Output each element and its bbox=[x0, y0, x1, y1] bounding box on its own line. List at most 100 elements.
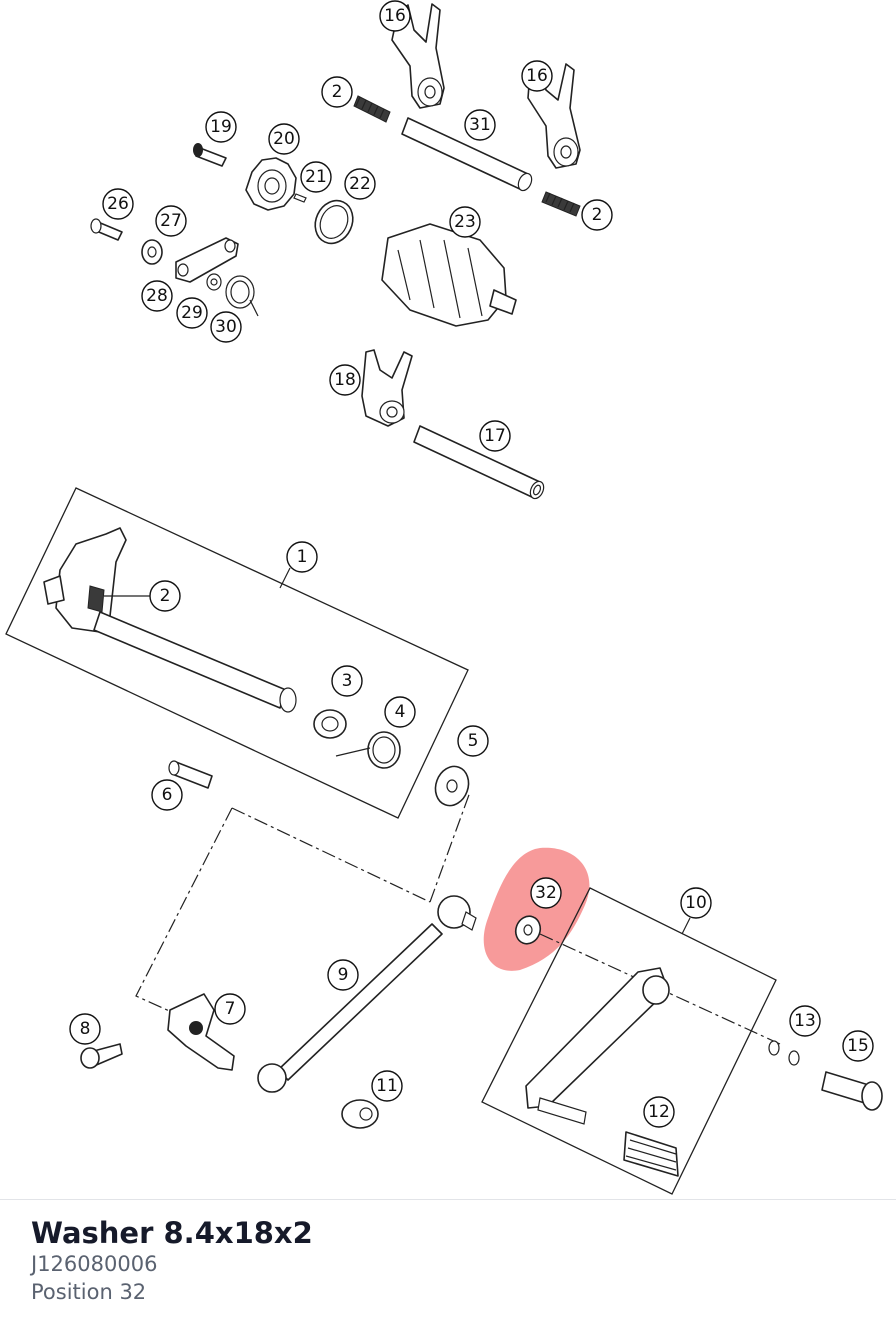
callout-2-right[interactable]: 2 bbox=[581, 199, 613, 231]
svg-text:16: 16 bbox=[526, 66, 548, 86]
washer-5[interactable] bbox=[430, 762, 474, 811]
svg-text:29: 29 bbox=[181, 303, 203, 323]
callout-26[interactable]: 26 bbox=[102, 188, 134, 220]
callout-13[interactable]: 13 bbox=[789, 1005, 821, 1037]
callout-6[interactable]: 6 bbox=[151, 779, 183, 811]
callout-12[interactable]: 12 bbox=[643, 1096, 675, 1128]
spring-right[interactable] bbox=[541, 191, 581, 217]
callout-21[interactable]: 21 bbox=[300, 161, 332, 193]
callout-18[interactable]: 18 bbox=[329, 364, 361, 396]
selected-part-highlight bbox=[483, 847, 590, 971]
svg-text:16: 16 bbox=[384, 6, 406, 26]
clip-3[interactable] bbox=[313, 709, 347, 739]
svg-text:2: 2 bbox=[592, 205, 603, 225]
bolt-15[interactable] bbox=[821, 1071, 883, 1111]
callout-8[interactable]: 8 bbox=[69, 1013, 101, 1045]
washer-29[interactable] bbox=[206, 273, 222, 291]
svg-text:20: 20 bbox=[273, 129, 295, 149]
pin-21[interactable] bbox=[293, 193, 307, 203]
svg-text:27: 27 bbox=[160, 211, 182, 231]
svg-text:18: 18 bbox=[334, 370, 356, 390]
svg-text:31: 31 bbox=[469, 115, 491, 135]
shift-fork-lower[interactable] bbox=[361, 349, 413, 427]
callout-16-top[interactable]: 16 bbox=[379, 0, 411, 32]
shift-rail-31[interactable] bbox=[401, 117, 534, 193]
callout-1[interactable]: 1 bbox=[286, 541, 318, 573]
ring-22[interactable] bbox=[308, 194, 359, 249]
svg-text:17: 17 bbox=[484, 426, 506, 446]
callout-27[interactable]: 27 bbox=[155, 205, 187, 237]
svg-text:30: 30 bbox=[215, 317, 237, 337]
part-name: Washer 8.4x18x2 bbox=[31, 1216, 313, 1250]
lever-28[interactable] bbox=[175, 237, 239, 283]
bolt-8[interactable] bbox=[80, 1043, 123, 1069]
svg-text:4: 4 bbox=[395, 702, 406, 722]
shift-lever-10[interactable] bbox=[525, 967, 670, 1125]
svg-text:19: 19 bbox=[210, 117, 232, 137]
pin-6[interactable] bbox=[168, 760, 213, 789]
callout-4[interactable]: 4 bbox=[384, 696, 416, 728]
shift-shaft-1[interactable] bbox=[43, 527, 297, 713]
callout-23[interactable]: 23 bbox=[449, 206, 481, 238]
svg-text:21: 21 bbox=[305, 167, 327, 187]
shift-rod-9[interactable] bbox=[257, 895, 477, 1093]
callout-7[interactable]: 7 bbox=[214, 993, 246, 1025]
svg-text:3: 3 bbox=[342, 671, 353, 691]
clips-13[interactable] bbox=[768, 1040, 800, 1066]
svg-text:1: 1 bbox=[297, 547, 308, 567]
shift-fork-top[interactable] bbox=[391, 3, 445, 109]
svg-text:10: 10 bbox=[685, 893, 707, 913]
callout-5[interactable]: 5 bbox=[457, 725, 489, 757]
callout-9[interactable]: 9 bbox=[327, 959, 359, 991]
rubber-12[interactable] bbox=[623, 1131, 679, 1177]
joint-11[interactable] bbox=[341, 1099, 379, 1129]
callout-20[interactable]: 20 bbox=[268, 123, 300, 155]
shaft-spring-2[interactable] bbox=[87, 585, 105, 613]
lever-7[interactable] bbox=[167, 993, 235, 1071]
callout-17[interactable]: 17 bbox=[479, 420, 511, 452]
callout-2-top[interactable]: 2 bbox=[321, 76, 353, 108]
selected-part-info: Washer 8.4x18x2 J126080006 Position 32 bbox=[31, 1215, 313, 1306]
callout-3[interactable]: 3 bbox=[331, 665, 363, 697]
callout-10[interactable]: 10 bbox=[680, 887, 712, 919]
svg-text:11: 11 bbox=[376, 1076, 398, 1096]
callout-29[interactable]: 29 bbox=[176, 297, 208, 329]
callout-2-shaft[interactable]: 2 bbox=[149, 580, 181, 612]
svg-text:26: 26 bbox=[107, 194, 129, 214]
svg-text:32: 32 bbox=[535, 883, 557, 903]
washer-27[interactable] bbox=[141, 239, 163, 265]
svg-text:2: 2 bbox=[160, 586, 171, 606]
spring-4[interactable] bbox=[335, 731, 401, 769]
callout-22[interactable]: 22 bbox=[344, 168, 376, 200]
callout-31[interactable]: 31 bbox=[464, 109, 496, 141]
callout-19[interactable]: 19 bbox=[205, 111, 237, 143]
callout-15[interactable]: 15 bbox=[842, 1030, 874, 1062]
assembly-line-linkage bbox=[135, 791, 471, 1015]
shift-rail-17[interactable] bbox=[413, 425, 546, 501]
svg-text:5: 5 bbox=[468, 731, 479, 751]
callout-28[interactable]: 28 bbox=[141, 280, 173, 312]
leader-1 bbox=[279, 567, 291, 589]
callout-30[interactable]: 30 bbox=[210, 311, 242, 343]
callout-16-right[interactable]: 16 bbox=[521, 60, 553, 92]
svg-text:9: 9 bbox=[338, 965, 349, 985]
bolt-26[interactable] bbox=[90, 218, 123, 241]
shift-star-20[interactable] bbox=[245, 157, 297, 211]
callout-32[interactable]: 32 bbox=[530, 877, 562, 909]
shift-drum-23[interactable] bbox=[381, 223, 517, 327]
group-frame-shift-shaft bbox=[5, 487, 469, 819]
svg-text:13: 13 bbox=[794, 1011, 816, 1031]
svg-text:2: 2 bbox=[332, 82, 343, 102]
svg-text:23: 23 bbox=[454, 212, 476, 232]
divider bbox=[0, 1199, 896, 1200]
callout-11[interactable]: 11 bbox=[371, 1070, 403, 1102]
bolt-19[interactable] bbox=[193, 143, 227, 167]
spring-30[interactable] bbox=[225, 275, 259, 317]
washer-32[interactable] bbox=[512, 913, 544, 948]
svg-text:7: 7 bbox=[225, 999, 236, 1019]
svg-text:12: 12 bbox=[648, 1102, 670, 1122]
exploded-parts-diagram: 16 2 16 19 20 31 21 22 26 27 2 23 28 29 … bbox=[5, 0, 883, 1195]
part-number: J126080006 bbox=[31, 1252, 158, 1277]
spring-top[interactable] bbox=[353, 95, 391, 123]
group-frame-shift-lever bbox=[481, 887, 777, 1195]
